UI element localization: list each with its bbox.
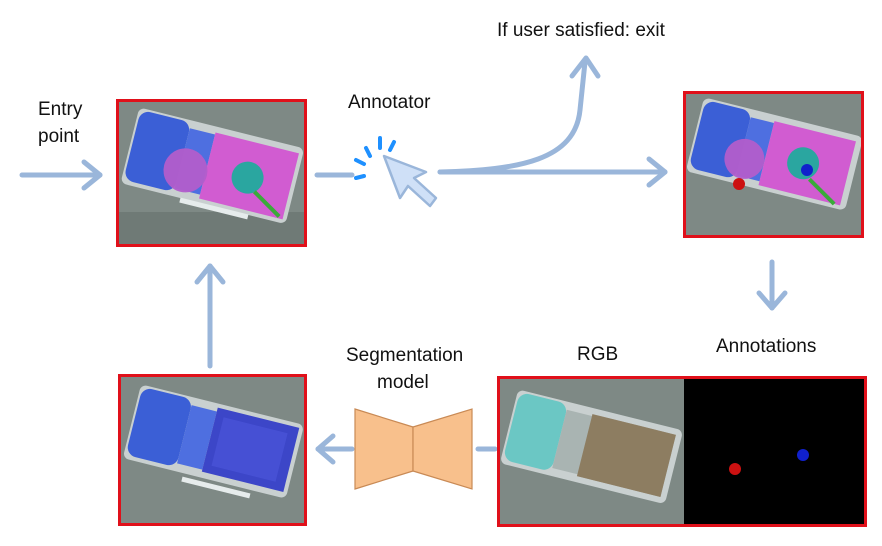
annotations-label: Annotations [716, 336, 817, 357]
to-prediction-arrow [315, 433, 355, 465]
mouse-pointer-icon [382, 154, 438, 208]
rgb-label: RGB [577, 344, 619, 365]
exit-arrow [437, 55, 601, 175]
rgb-annotations-image [500, 379, 864, 524]
annotator-label: Annotator [348, 92, 431, 113]
entry-point-label-line2: point [38, 126, 80, 147]
encoder-decoder-hourglass-icon [354, 408, 473, 490]
click-burst-icon [354, 136, 396, 180]
negative-click-marker [729, 463, 741, 475]
to-annotations-arrow [756, 259, 788, 311]
negative-click-marker [733, 178, 745, 190]
segmentation-model-label-line1: Segmentation [346, 345, 464, 366]
positive-click-marker [801, 164, 813, 176]
predicted-segmentation-panel [118, 374, 307, 526]
annotated-segmentation-panel [683, 91, 864, 238]
entry-arrow [19, 159, 103, 191]
exit-condition-label: If user satisfied: exit [497, 20, 665, 41]
segmentation-model-label-line2: model [377, 372, 429, 393]
current-segmentation-image [119, 102, 304, 244]
annotated-segmentation-image [686, 94, 861, 235]
predicted-segmentation-image [121, 377, 304, 523]
rgb-annotations-input-panel [497, 376, 867, 527]
entry-point-label-line1: Entry [38, 99, 83, 120]
current-segmentation-panel [116, 99, 307, 247]
annotation-map [684, 379, 864, 524]
loop-up-arrow [194, 263, 226, 369]
positive-click-marker [797, 449, 809, 461]
